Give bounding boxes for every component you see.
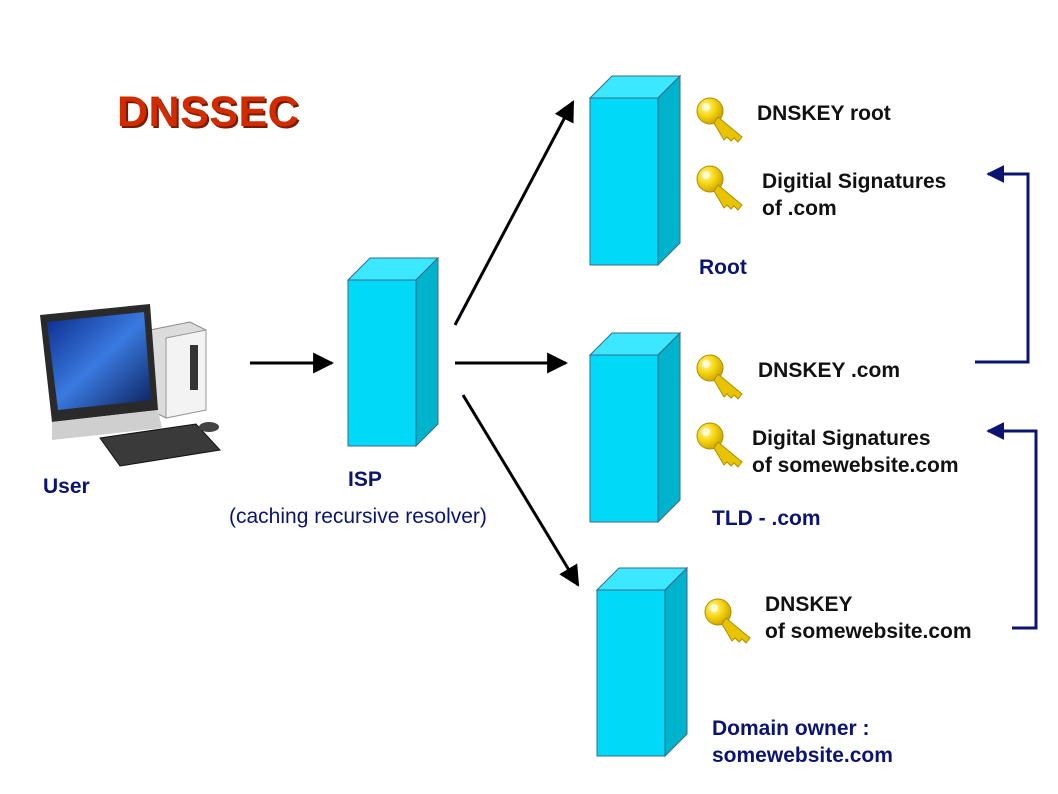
root-server-icon — [588, 74, 682, 267]
tld-signature-line2: of somewebsite.com — [752, 454, 959, 477]
isp-sublabel: (caching recursive resolver) — [229, 505, 487, 528]
key-icon — [704, 598, 751, 644]
owner-label-line2: somewebsite.com — [712, 744, 893, 767]
root-dnskey-label: DNSKEY root — [757, 102, 891, 125]
owner-server-icon — [595, 566, 689, 758]
user-label: User — [43, 475, 90, 498]
isp-server-icon — [346, 256, 440, 448]
isp-label: ISP — [348, 468, 382, 491]
root-signature-line2: of .com — [762, 197, 837, 220]
arrow-isp-to-root — [453, 100, 575, 326]
tld-signature-line1: Digital Signatures — [752, 427, 931, 450]
trust-arrow-tld-to-root — [975, 165, 1030, 364]
owner-dnskey-line1: DNSKEY — [765, 593, 853, 616]
tld-label: TLD - .com — [712, 507, 821, 530]
key-icon — [696, 97, 743, 143]
computer-icon — [40, 304, 222, 467]
key-icon — [696, 422, 743, 468]
page-title: DNSSEC — [117, 88, 300, 136]
root-label: Root — [699, 256, 747, 279]
trust-arrow-owner-to-tld — [986, 422, 1038, 630]
owner-label-line1: Domain owner : — [712, 717, 870, 740]
key-icon — [696, 165, 743, 211]
root-signature-line1: Digitial Signatures — [762, 170, 947, 193]
arrow-isp-to-owner — [461, 394, 580, 587]
tld-server-icon — [588, 331, 682, 524]
tld-dnskey-label: DNSKEY .com — [758, 359, 900, 382]
owner-dnskey-line2: of somewebsite.com — [765, 620, 972, 643]
key-icon — [696, 354, 743, 400]
